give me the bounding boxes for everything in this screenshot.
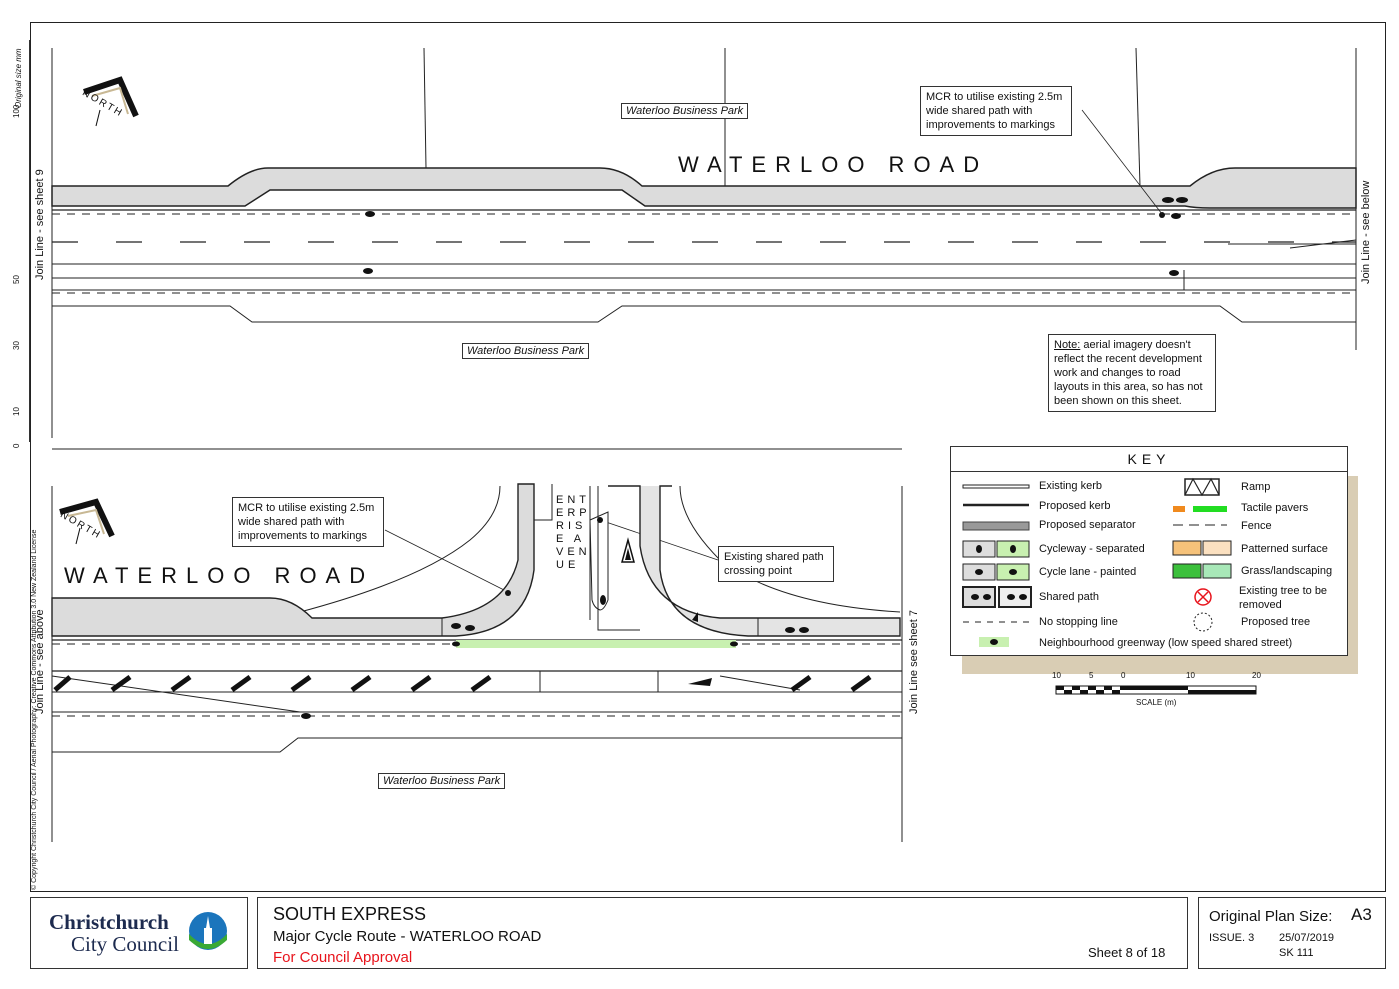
- drawing-number: SK 111: [1279, 947, 1314, 959]
- business-park-label-top: Waterloo Business Park: [621, 103, 749, 119]
- project-subtitle: Major Cycle Route - WATERLOO ROAD: [273, 928, 542, 945]
- top-cycle-symbols: [363, 197, 1188, 276]
- bottom-cycle-symbols: [301, 517, 809, 719]
- key-shared-path: Shared path: [1039, 591, 1099, 603]
- key-title: KEY: [951, 447, 1347, 472]
- scale-label: SCALE (m): [1136, 698, 1177, 707]
- project-title: SOUTH EXPRESS: [273, 904, 427, 924]
- logo-box: Christchurch City Council: [30, 897, 248, 969]
- note-label: Note:: [1054, 339, 1081, 351]
- join-line-right-bottom: Join Line see sheet 7: [908, 610, 920, 714]
- logo-line-2: City Council: [71, 932, 179, 956]
- approval-status: For Council Approval: [273, 949, 413, 966]
- join-line-left-top: Join Line - see sheet 9: [34, 169, 46, 280]
- key-existing-kerb: Existing kerb: [1039, 480, 1102, 492]
- scale-tick-10: 10: [1186, 671, 1195, 680]
- key-grass-landscaping: Grass/landscaping: [1241, 565, 1333, 577]
- key-cycleway-separated: Cycleway - separated: [1039, 543, 1145, 555]
- key-proposed-separator: Proposed separator: [1039, 519, 1136, 531]
- logo-line-1: Christchurch: [49, 910, 169, 934]
- top-north-arrow: [83, 76, 139, 127]
- scale-tick-0: 0: [1121, 671, 1126, 680]
- key-legend: KEY: [950, 446, 1348, 656]
- note-text: aerial imagery doesn't reflect the recen…: [1054, 339, 1203, 407]
- plan-size-box: Original Plan Size: A3 ISSUE. 3 25/07/20…: [1198, 897, 1386, 969]
- top-panel-linework: [51, 47, 1357, 438]
- scale-tick-20: 20: [1252, 671, 1261, 680]
- scale-tick-10-left: 10: [1052, 671, 1061, 680]
- drawing-frame: [30, 22, 1386, 892]
- key-tactile-pavers: Tactile pavers: [1241, 502, 1309, 514]
- callout-crossing: Existing shared path crossing point: [718, 546, 834, 582]
- plan-size-value: A3: [1351, 905, 1372, 924]
- business-park-label-top-south: Waterloo Business Park: [462, 343, 590, 359]
- note-callout: Note: aerial imagery doesn't reflect the…: [1048, 334, 1216, 412]
- key-existing-tree-removed: Existing tree to be removed: [1239, 585, 1328, 611]
- key-cycle-lane-painted: Cycle lane - painted: [1039, 566, 1137, 578]
- side-street-name: ENTERPRISE AVENUE: [556, 494, 591, 571]
- business-park-label-bottom: Waterloo Business Park: [378, 773, 506, 789]
- sheet-number: Sheet 8 of 18: [1088, 945, 1166, 960]
- key-patterned-surface: Patterned surface: [1241, 543, 1328, 555]
- join-line-right-top: Join Line - see below: [1360, 180, 1372, 284]
- issue-number: ISSUE. 3: [1209, 932, 1255, 944]
- road-name-top: WATERLOO ROAD: [678, 152, 989, 177]
- council-logo-icon: [189, 912, 227, 950]
- key-symbols: [962, 477, 1232, 647]
- key-fence: Fence: [1241, 520, 1272, 532]
- bottom-north-arrow: [59, 498, 115, 545]
- callout-mcr-bottom: MCR to utilise existing 2.5m wide shared…: [232, 497, 384, 547]
- callout-mcr-top: MCR to utilise existing 2.5m wide shared…: [920, 86, 1072, 136]
- plan-size-label: Original Plan Size:: [1209, 908, 1333, 925]
- bottom-hatching: [53, 674, 872, 693]
- project-box: SOUTH EXPRESS Major Cycle Route - WATERL…: [257, 897, 1188, 969]
- key-ramp: Ramp: [1241, 481, 1271, 493]
- key-neighbourhood-greenway: Neighbourhood greenway (low speed shared…: [1039, 637, 1293, 649]
- bottom-panel-linework: [51, 483, 903, 842]
- road-name-bottom: WATERLOO ROAD: [64, 563, 375, 588]
- key-no-stopping-line: No stopping line: [1039, 616, 1118, 628]
- key-proposed-kerb: Proposed kerb: [1039, 500, 1111, 512]
- join-line-left-bottom: Join Line - see above: [34, 609, 46, 714]
- scale-bar: [1055, 685, 1257, 695]
- scale-tick-5: 5: [1089, 671, 1094, 680]
- key-proposed-tree: Proposed tree: [1241, 616, 1311, 628]
- issue-date: 25/07/2019: [1279, 932, 1335, 944]
